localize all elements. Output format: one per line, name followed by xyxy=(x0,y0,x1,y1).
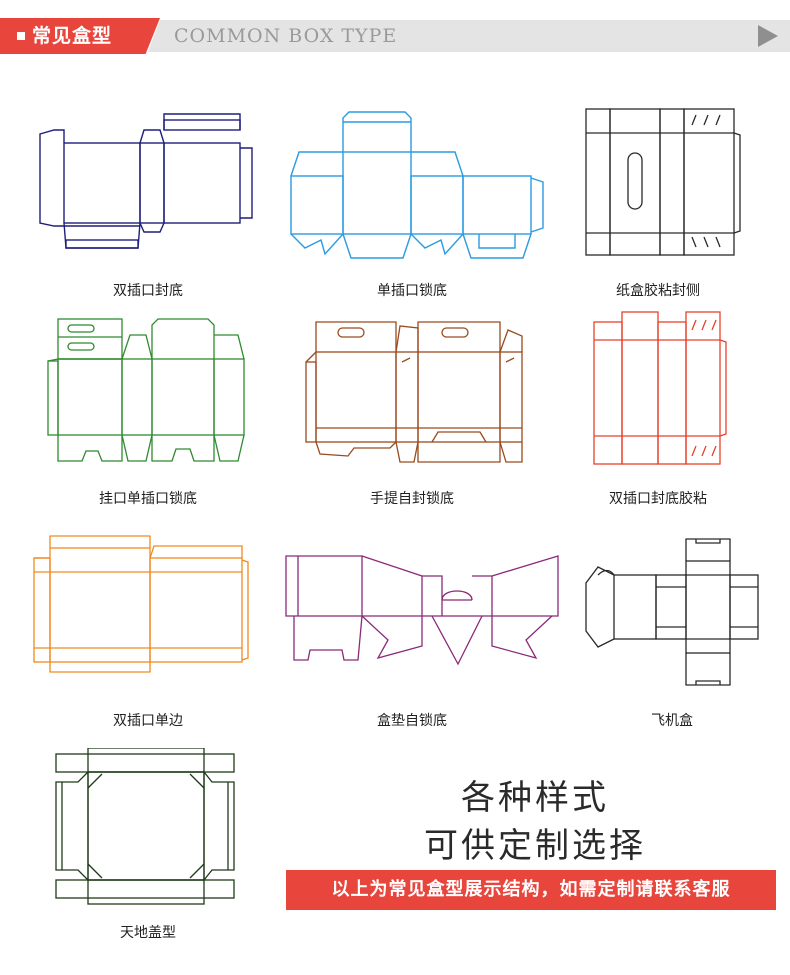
box-caption: 盒垫自锁底 xyxy=(377,713,447,729)
promo-line-2: 可供定制选择 xyxy=(424,826,646,866)
box-diagram-double-tuck-single xyxy=(33,535,249,673)
box-diagram-double-tuck-glued xyxy=(593,311,727,465)
box-caption: 双插口单边 xyxy=(113,713,183,729)
section-header: 常见盒型 COMMON BOX TYPE xyxy=(0,18,790,54)
header-subtitle: COMMON BOX TYPE xyxy=(174,25,398,47)
header-gray-bar xyxy=(148,20,790,52)
play-arrow-icon xyxy=(758,25,778,47)
box-caption: 双插口封底 xyxy=(113,283,183,299)
box-caption: 双插口封底胶粘 xyxy=(609,491,707,507)
promo-line-1: 各种样式 xyxy=(461,778,609,818)
box-diagram-double-tuck xyxy=(39,113,253,249)
box-diagram-hanging-tuck-lock xyxy=(47,318,245,462)
square-bullet-icon xyxy=(17,32,25,40)
box-diagram-tray-lock xyxy=(285,555,559,666)
box-diagram-handle-lock xyxy=(305,321,523,463)
box-diagram-mailer xyxy=(585,538,759,686)
box-diagram-lid-base xyxy=(55,748,235,905)
box-caption: 飞机盒 xyxy=(651,713,693,729)
box-caption: 天地盖型 xyxy=(120,925,176,941)
header-red-tab xyxy=(0,18,160,54)
box-caption: 纸盒胶粘封侧 xyxy=(616,283,700,299)
contact-banner: 以上为常见盒型展示结构，如需定制请联系客服 xyxy=(286,870,776,910)
header-title: 常见盒型 xyxy=(32,25,113,47)
box-diagram-single-tuck-lock xyxy=(290,111,544,259)
box-diagram-glued-side xyxy=(585,108,741,256)
box-caption: 单插口锁底 xyxy=(377,283,447,299)
box-caption: 挂口单插口锁底 xyxy=(99,491,197,507)
box-caption: 手提自封锁底 xyxy=(370,491,454,507)
